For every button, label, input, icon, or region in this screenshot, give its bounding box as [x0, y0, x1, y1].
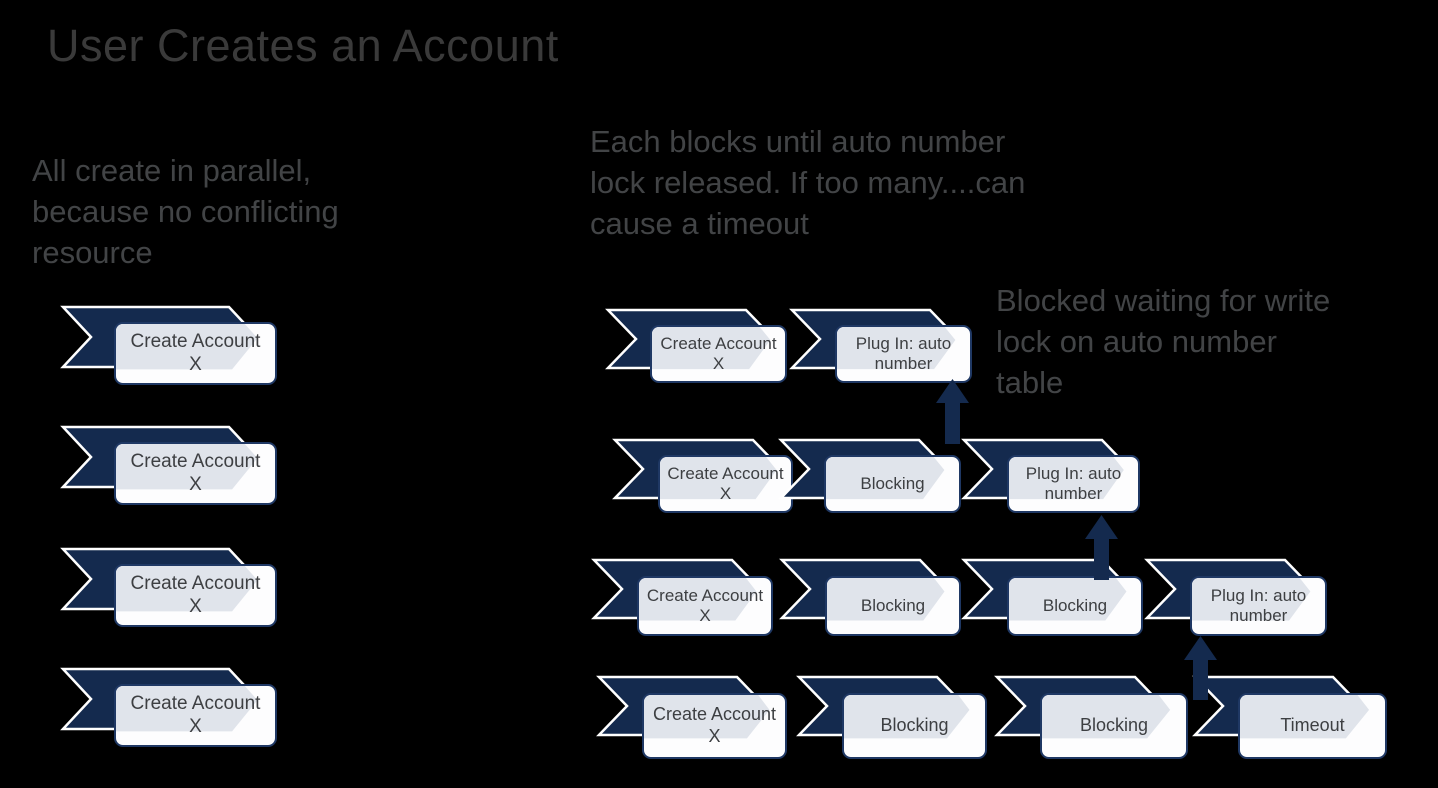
chevron-echo [652, 327, 771, 370]
note-blocks-timeout: Each blocks until auto number lock relea… [590, 124, 1026, 241]
chevron-echo [644, 695, 770, 739]
step-label: Create Account X [130, 330, 261, 375]
step-label: Create Account X [130, 572, 261, 617]
note-blocked-waiting: Blocked waiting for write lock on auto n… [996, 283, 1331, 400]
step-label: Plug In: auto number [1210, 585, 1307, 625]
step-label-box: Create Account X [114, 442, 277, 505]
chevron-echo [660, 457, 777, 500]
chevron-echo [639, 578, 757, 621]
step-label-box: Create Account X [658, 455, 793, 513]
step-label: Timeout [1280, 715, 1345, 736]
chevron-echo [826, 457, 945, 500]
step-label: Plug In: auto number [855, 333, 952, 373]
chevron-echo [844, 695, 970, 739]
step-label-box: Create Account X [114, 684, 277, 747]
step-label-box: Blocking [824, 455, 961, 513]
step-label: Blocking [860, 473, 925, 493]
chevron-echo [1042, 695, 1171, 739]
chevron-echo [827, 578, 945, 621]
up-arrow-row4-to-row3 [1184, 636, 1217, 700]
step-label: Blocking [880, 715, 949, 736]
step-label-box: Blocking [1040, 693, 1188, 759]
step-label: Blocking [1042, 595, 1108, 615]
step-label: Create Account X [667, 463, 784, 503]
step-label: Create Account X [660, 333, 777, 373]
step-label: Create Account X [130, 692, 261, 737]
chevron-echo [1192, 578, 1311, 621]
step-label-box: Create Account X [637, 576, 773, 636]
step-label: Create Account X [652, 704, 777, 746]
chevron-echo [1009, 578, 1127, 621]
chevron-echo [1009, 457, 1124, 500]
step-label-box: Plug In: auto number [835, 325, 972, 383]
chevron-echo [116, 324, 258, 370]
chevron-echo [1240, 695, 1370, 739]
chevron-echo [837, 327, 956, 370]
step-label: Blocking [1079, 715, 1149, 736]
step-label-box: Blocking [1007, 576, 1143, 636]
step-label: Create Account X [130, 450, 261, 495]
chevron-echo [116, 686, 258, 732]
step-label-box: Create Account X [114, 322, 277, 385]
chevron-echo [116, 444, 258, 490]
step-label-box: Plug In: auto number [1007, 455, 1140, 513]
slide-title: User Creates an Account [47, 20, 559, 71]
step-label: Blocking [860, 595, 926, 615]
up-arrow-row3-to-row2 [1085, 515, 1118, 580]
step-label: Plug In: auto number [1025, 463, 1122, 503]
step-label-box: Blocking [825, 576, 961, 636]
step-label-box: Create Account X [650, 325, 787, 383]
step-label-box: Timeout [1238, 693, 1387, 759]
step-label-box: Create Account X [114, 564, 277, 627]
chevron-echo [116, 566, 258, 612]
step-label: Create Account X [646, 585, 764, 625]
step-label-box: Plug In: auto number [1190, 576, 1327, 636]
step-label-box: Create Account X [642, 693, 787, 759]
note-parallel-create: All create in parallel, because no confl… [32, 153, 339, 270]
step-label-box: Blocking [842, 693, 987, 759]
up-arrow-row2-to-row1 [936, 379, 969, 444]
